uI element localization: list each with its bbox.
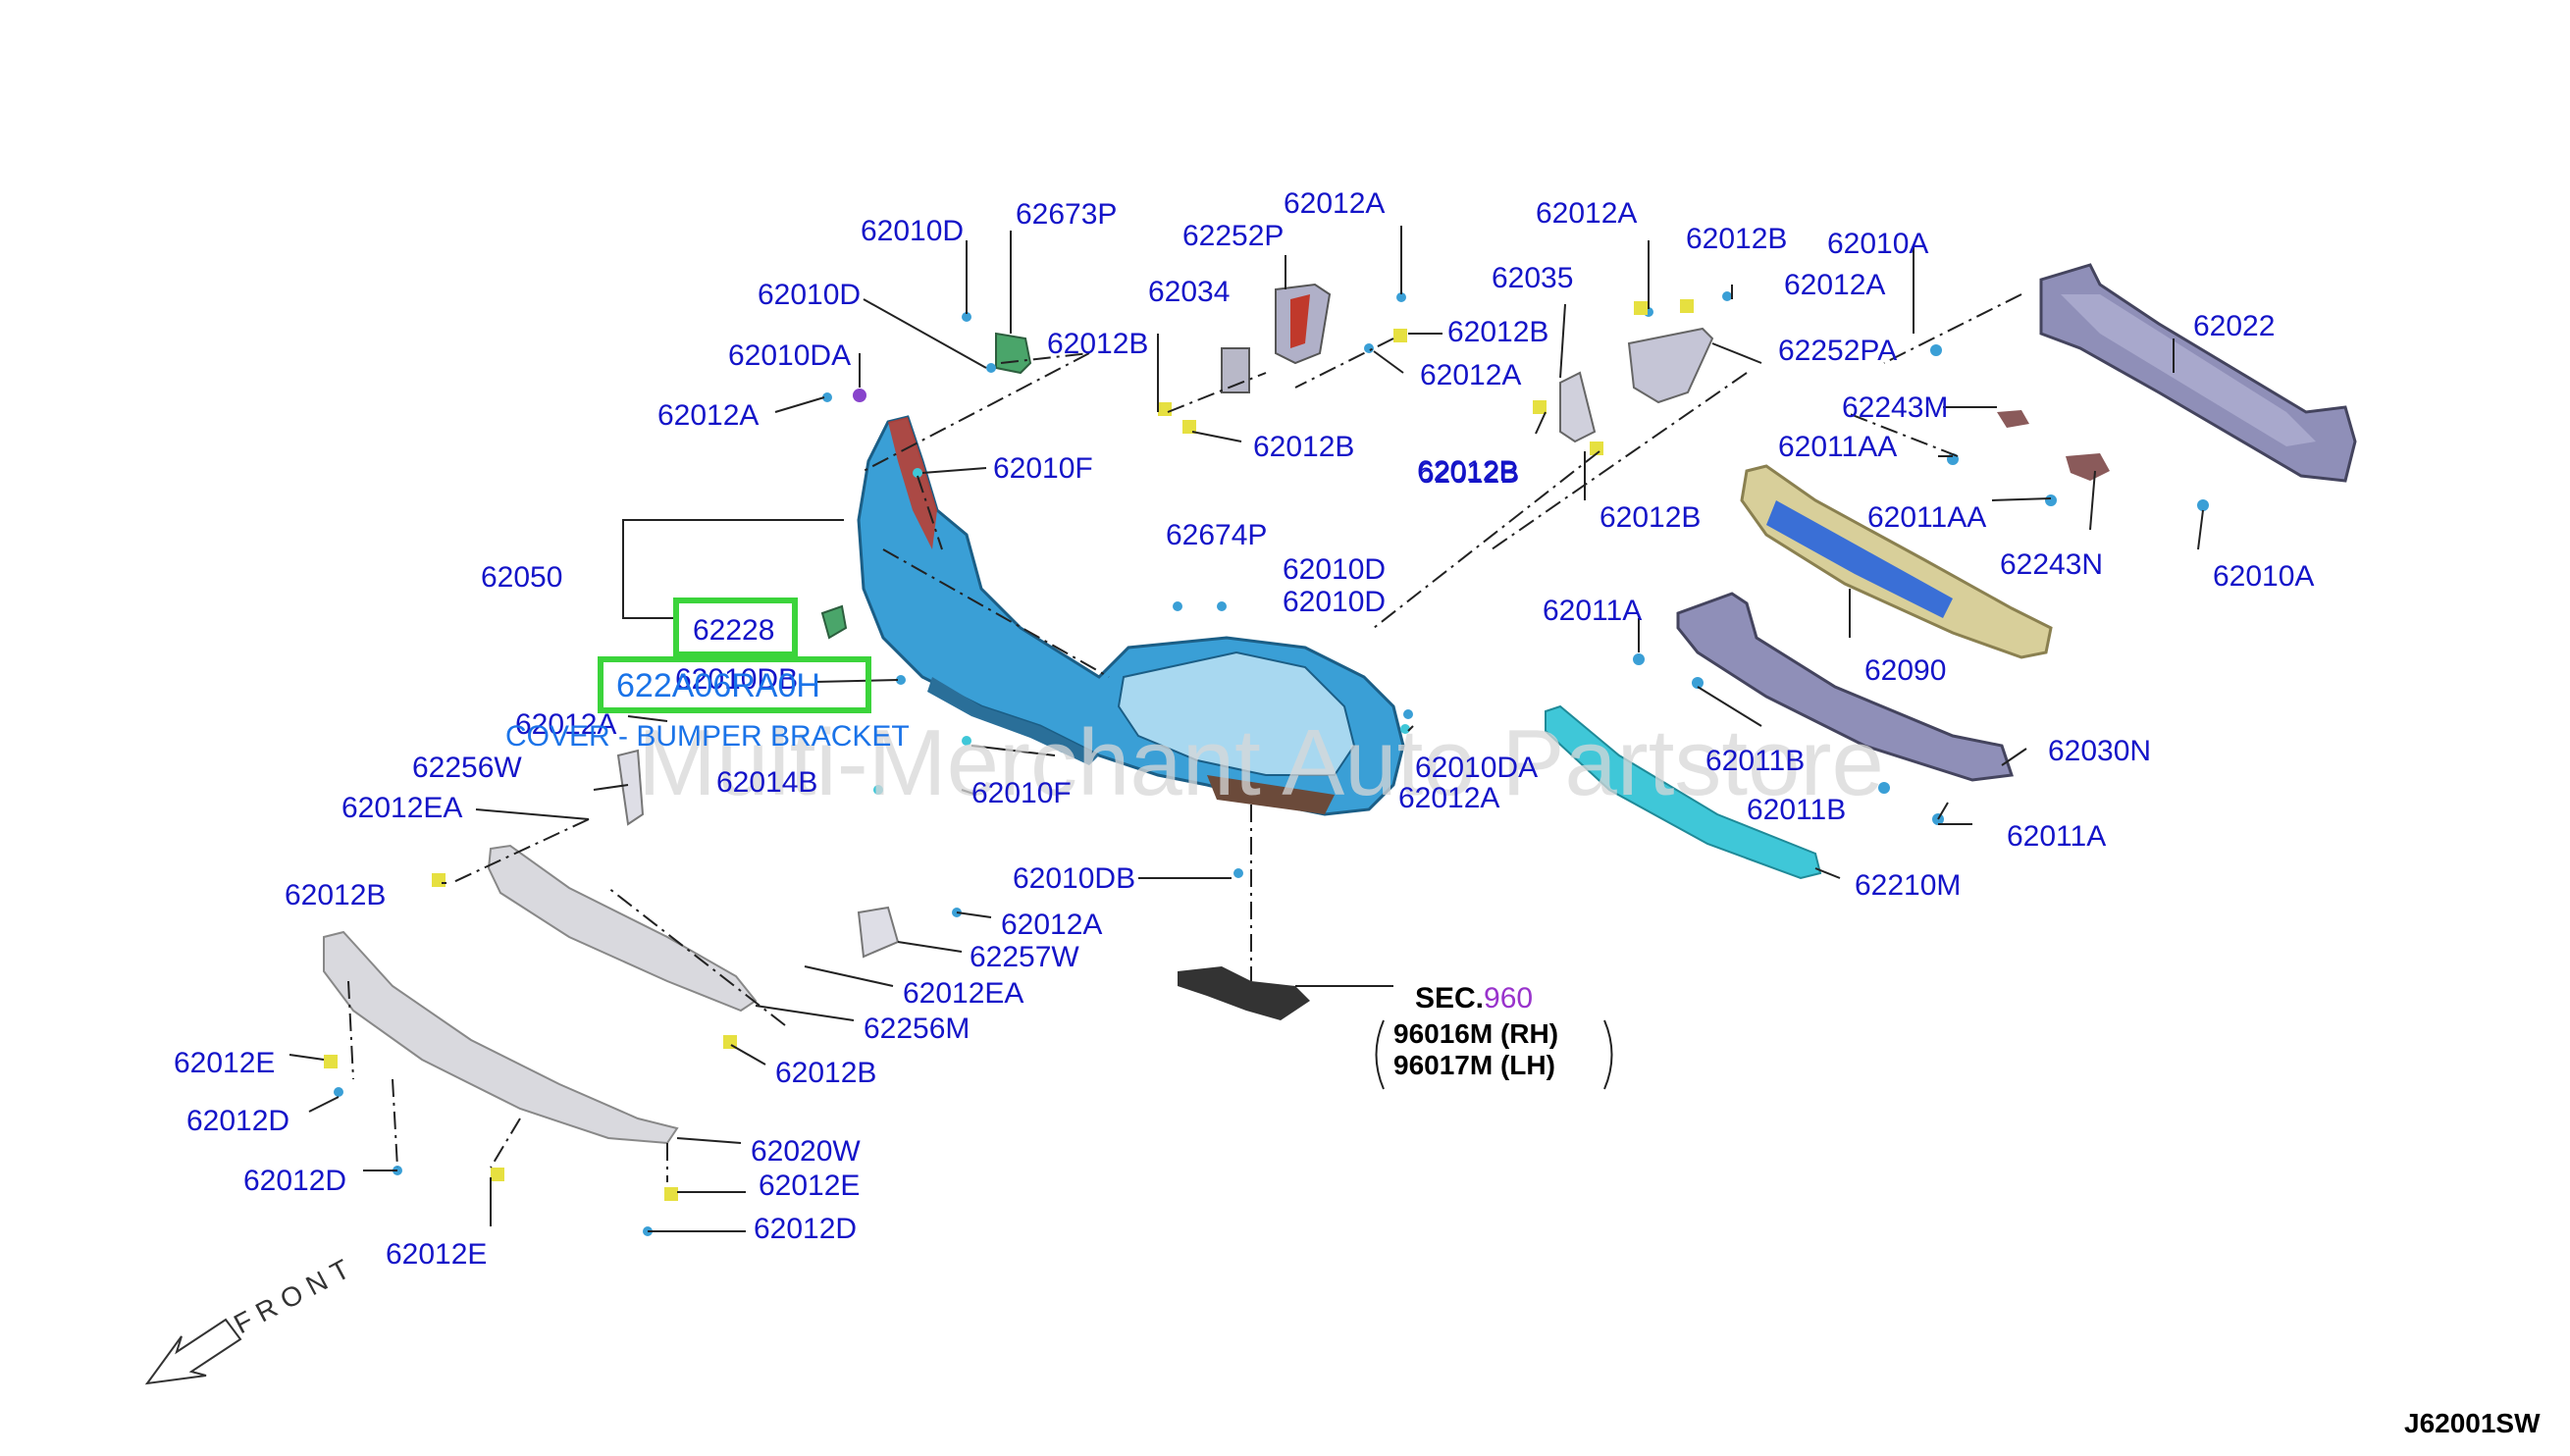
label-62014B[interactable]: 62014B — [716, 766, 817, 799]
highlight-part-number[interactable]: 62228 — [693, 614, 774, 647]
label-62012D[interactable]: 62012D — [243, 1165, 346, 1197]
label-62012B[interactable]: 62012B — [1047, 328, 1148, 360]
section-reference[interactable]: SEC.960 — [1415, 982, 1533, 1014]
label-62010DB[interactable]: 62010DB — [1013, 862, 1135, 895]
highlight-replacement-number[interactable]: 622A06RA0H — [616, 667, 820, 704]
ref-bracket-right — [1603, 1019, 1613, 1090]
label-62012EA[interactable]: 62012EA — [341, 792, 462, 824]
label-62010DB[interactable]: 62010DB — [675, 663, 798, 696]
reinforcement-62030N-part[interactable] — [1676, 592, 2015, 782]
bracket-62673P-part[interactable] — [995, 332, 1032, 375]
label-62012B[interactable]: 62012B — [1686, 223, 1787, 255]
label-62012A[interactable]: 62012A — [657, 399, 759, 432]
fastener-clips — [334, 291, 2209, 1236]
label-62243M[interactable]: 62243M — [1842, 391, 1948, 424]
label-62010D[interactable]: 62010D — [861, 215, 964, 247]
label-62011A[interactable]: 62011A — [1543, 595, 1642, 627]
label-62252PA[interactable]: 62252PA — [1778, 335, 1897, 367]
label-62012EA[interactable]: 62012EA — [903, 977, 1023, 1010]
lower-grille-62256M-part[interactable] — [487, 844, 758, 1013]
label-62674P[interactable]: 62674P — [1166, 519, 1267, 551]
label-62010F[interactable]: 62010F — [971, 777, 1072, 809]
label-62252P[interactable]: 62252P — [1182, 220, 1284, 252]
bracket-62257W-part[interactable] — [857, 906, 900, 959]
label-62012E[interactable]: 62012E — [386, 1238, 487, 1271]
front-direction-indicator: FRONT — [144, 1250, 361, 1385]
label-62022[interactable]: 62022 — [2193, 310, 2275, 342]
part-labels: 62010D 62673P 62010D 62010DA 62012A 6201… — [174, 187, 2314, 1271]
label-62010DA[interactable]: 62010DA — [1415, 752, 1538, 784]
label-62030N[interactable]: 62030N — [2048, 735, 2151, 767]
label-62012A[interactable]: 62012A — [1284, 187, 1385, 220]
yellow-clips — [324, 299, 1694, 1201]
front-label: FRONT — [229, 1250, 361, 1339]
reinforcement-62022-part[interactable] — [2039, 263, 2357, 483]
label-62012B[interactable]: 62012B — [1447, 316, 1548, 348]
label-62012B[interactable]: 62012B — [1418, 457, 1519, 490]
label-62012B[interactable]: 62012B — [775, 1057, 876, 1089]
highlight-box-replacement — [598, 656, 871, 713]
section-prefix: SEC. — [1415, 982, 1484, 1014]
label-62257W[interactable]: 62257W — [970, 941, 1079, 973]
alignment-lines — [347, 293, 2022, 1182]
label-62010D[interactable]: 62010D — [1283, 586, 1386, 618]
label-62010A[interactable]: 62010A — [1827, 228, 1928, 260]
bracket-62228-part[interactable] — [820, 604, 848, 640]
label-62010DA[interactable]: 62010DA — [728, 339, 851, 372]
label-62012A[interactable]: 62012A — [515, 708, 616, 741]
bracket-62243M-part[interactable] — [1997, 410, 2029, 428]
ref-bracket-left — [1375, 1019, 1385, 1090]
label-62673P[interactable]: 62673P — [1016, 198, 1117, 231]
foam-strip-62210M-part[interactable] — [1545, 704, 1822, 880]
label-62243N[interactable]: 62243N — [2000, 548, 2103, 581]
label-62256W[interactable]: 62256W — [412, 752, 522, 784]
section-number: 960 — [1484, 982, 1533, 1014]
label-62011B[interactable]: 62011B — [1705, 745, 1805, 777]
section-ref-rh: 96016M (RH) — [1393, 1018, 1558, 1049]
label-62012D[interactable]: 62012D — [754, 1213, 857, 1245]
leader-lines — [288, 226, 2204, 1232]
label-62012D[interactable]: 62012D — [186, 1105, 289, 1137]
label-62090[interactable]: 62090 — [1864, 654, 1946, 687]
label-62035[interactable]: 62035 — [1492, 262, 1573, 294]
label-62020W[interactable]: 62020W — [751, 1135, 861, 1168]
bumper-cover-part[interactable] — [857, 415, 1405, 816]
under-cover-62020W-part[interactable] — [323, 930, 679, 1145]
bracket-62243N-part[interactable] — [2066, 453, 2110, 481]
label-62012B[interactable]: 62012B — [1417, 455, 1518, 488]
label-62050[interactable]: 62050 — [481, 561, 562, 594]
bracket-62252P-part[interactable] — [1221, 283, 1332, 393]
label-62011AA[interactable]: 62011AA — [1778, 431, 1897, 463]
diagram-code: J62001SW — [2404, 1408, 2541, 1438]
label-62010A[interactable]: 62010A — [2213, 560, 2314, 593]
label-62034[interactable]: 62034 — [1148, 276, 1230, 308]
deflector-sec960-part[interactable] — [1178, 966, 1310, 1020]
bracket-62256W-part[interactable] — [616, 749, 645, 826]
highlight-box-part-number — [673, 598, 798, 657]
label-62012B[interactable]: 62012B — [1253, 431, 1354, 463]
label-62012A[interactable]: 62012A — [1784, 269, 1885, 301]
label-62012B[interactable]: 62012B — [285, 879, 386, 911]
label-62012A[interactable]: 62012A — [1398, 782, 1499, 814]
label-62011B[interactable]: 62011B — [1747, 794, 1846, 826]
label-62012B[interactable]: 62012B — [1600, 501, 1701, 534]
section-ref-lh: 96017M (LH) — [1393, 1050, 1555, 1080]
label-62210M[interactable]: 62210M — [1855, 869, 1961, 902]
label-62012A[interactable]: 62012A — [1001, 909, 1102, 941]
bracket-62252PA-part[interactable] — [1559, 327, 1714, 443]
label-62012A[interactable]: 62012A — [1536, 197, 1637, 230]
label-62012A[interactable]: 62012A — [1420, 359, 1521, 391]
watermark-text: Multi-Merchant Auto Partstore — [638, 710, 1884, 815]
label-62010D[interactable]: 62010D — [1283, 553, 1386, 586]
label-62011A[interactable]: 62011A — [2007, 820, 2106, 853]
label-62012E[interactable]: 62012E — [759, 1170, 860, 1202]
energy-absorber-62090-part[interactable] — [1740, 464, 2053, 659]
label-62256M[interactable]: 62256M — [864, 1013, 970, 1045]
label-62010D[interactable]: 62010D — [758, 279, 861, 311]
highlight-description: COVER - BUMPER BRACKET — [505, 720, 910, 753]
label-62010F[interactable]: 62010F — [993, 452, 1093, 485]
label-62012E[interactable]: 62012E — [174, 1047, 275, 1079]
label-62011AA[interactable]: 62011AA — [1867, 501, 1986, 534]
